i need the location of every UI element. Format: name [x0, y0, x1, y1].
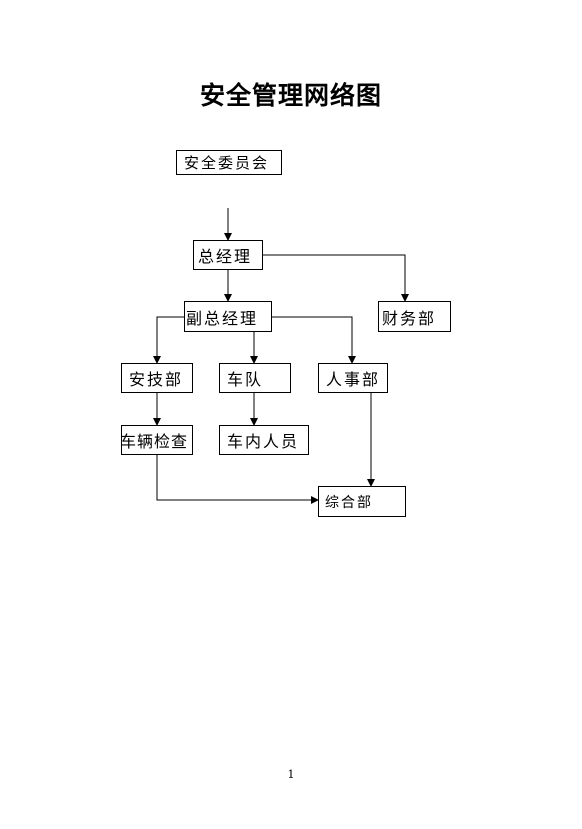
- node-hr-dept: 人事部: [318, 363, 388, 393]
- node-label: 安全委员会: [184, 154, 270, 172]
- node-label: 财务部: [382, 308, 437, 328]
- node-label: 车队: [227, 370, 264, 389]
- node-vehicle-staff: 车内人员: [219, 425, 309, 455]
- page-number: 1: [287, 768, 295, 781]
- node-deputy-gm: 副总经理: [184, 301, 272, 332]
- node-label: 人事部: [326, 370, 381, 389]
- node-label: 车辆检查: [120, 432, 189, 451]
- arrow-gm-to-finance: [263, 254, 409, 302]
- node-finance-dept: 财务部: [378, 301, 451, 332]
- arrow-deputy-to-safety-tech: [153, 316, 184, 364]
- node-label: 综合部: [325, 494, 373, 511]
- node-label: 副总经理: [186, 308, 259, 328]
- node-label: 车内人员: [227, 432, 300, 451]
- arrow-inspection-to-general-affairs: [156, 455, 319, 504]
- node-vehicle-inspection: 车辆检查: [120, 425, 193, 455]
- node-general-affairs-dept: 综合部: [318, 486, 406, 517]
- node-general-manager: 总经理: [193, 240, 263, 270]
- node-safety-committee: 安全委员会: [176, 150, 282, 175]
- arrow-deputy-to-hr: [272, 316, 356, 364]
- node-label: 安技部: [129, 370, 184, 389]
- node-fleet: 车队: [219, 363, 291, 393]
- node-label: 总经理: [198, 247, 253, 266]
- node-safety-tech-dept: 安技部: [121, 363, 193, 393]
- diagram-title: 安全管理网络图: [199, 81, 382, 110]
